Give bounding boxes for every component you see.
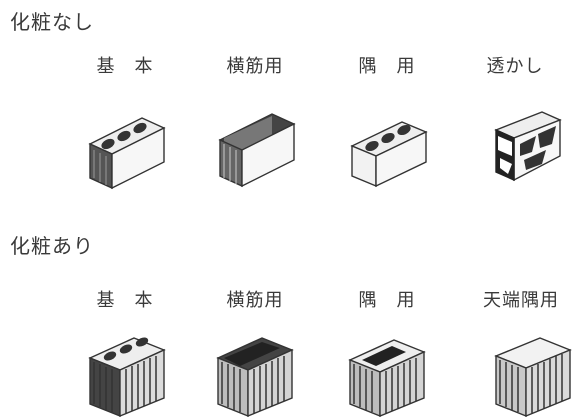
label-faced-corner: 隅 用 <box>358 290 416 311</box>
plain-corner-block-icon <box>344 100 454 196</box>
section-title-faced: 化粧あり <box>10 234 94 258</box>
plain-horizontal-rebar-block-icon <box>210 96 320 192</box>
section-title-plain: 化粧なし <box>10 10 94 34</box>
label-plain-corner: 隅 用 <box>358 56 416 77</box>
faced-horizontal-rebar-block-icon <box>210 322 320 418</box>
label-plain-openwork: 透かし <box>486 56 544 77</box>
faced-corner-block-icon <box>342 322 452 418</box>
plain-openwork-block-icon <box>476 100 584 196</box>
faced-top-corner-block-icon <box>474 322 584 418</box>
label-plain-basic: 基 本 <box>96 56 154 77</box>
label-faced-top-corner: 天端隅用 <box>483 290 559 311</box>
label-plain-horizontal: 横筋用 <box>226 56 284 77</box>
faced-basic-block-icon <box>84 322 194 418</box>
plain-basic-block-icon <box>82 100 192 196</box>
label-faced-horizontal: 横筋用 <box>226 290 284 311</box>
label-faced-basic: 基 本 <box>96 290 154 311</box>
